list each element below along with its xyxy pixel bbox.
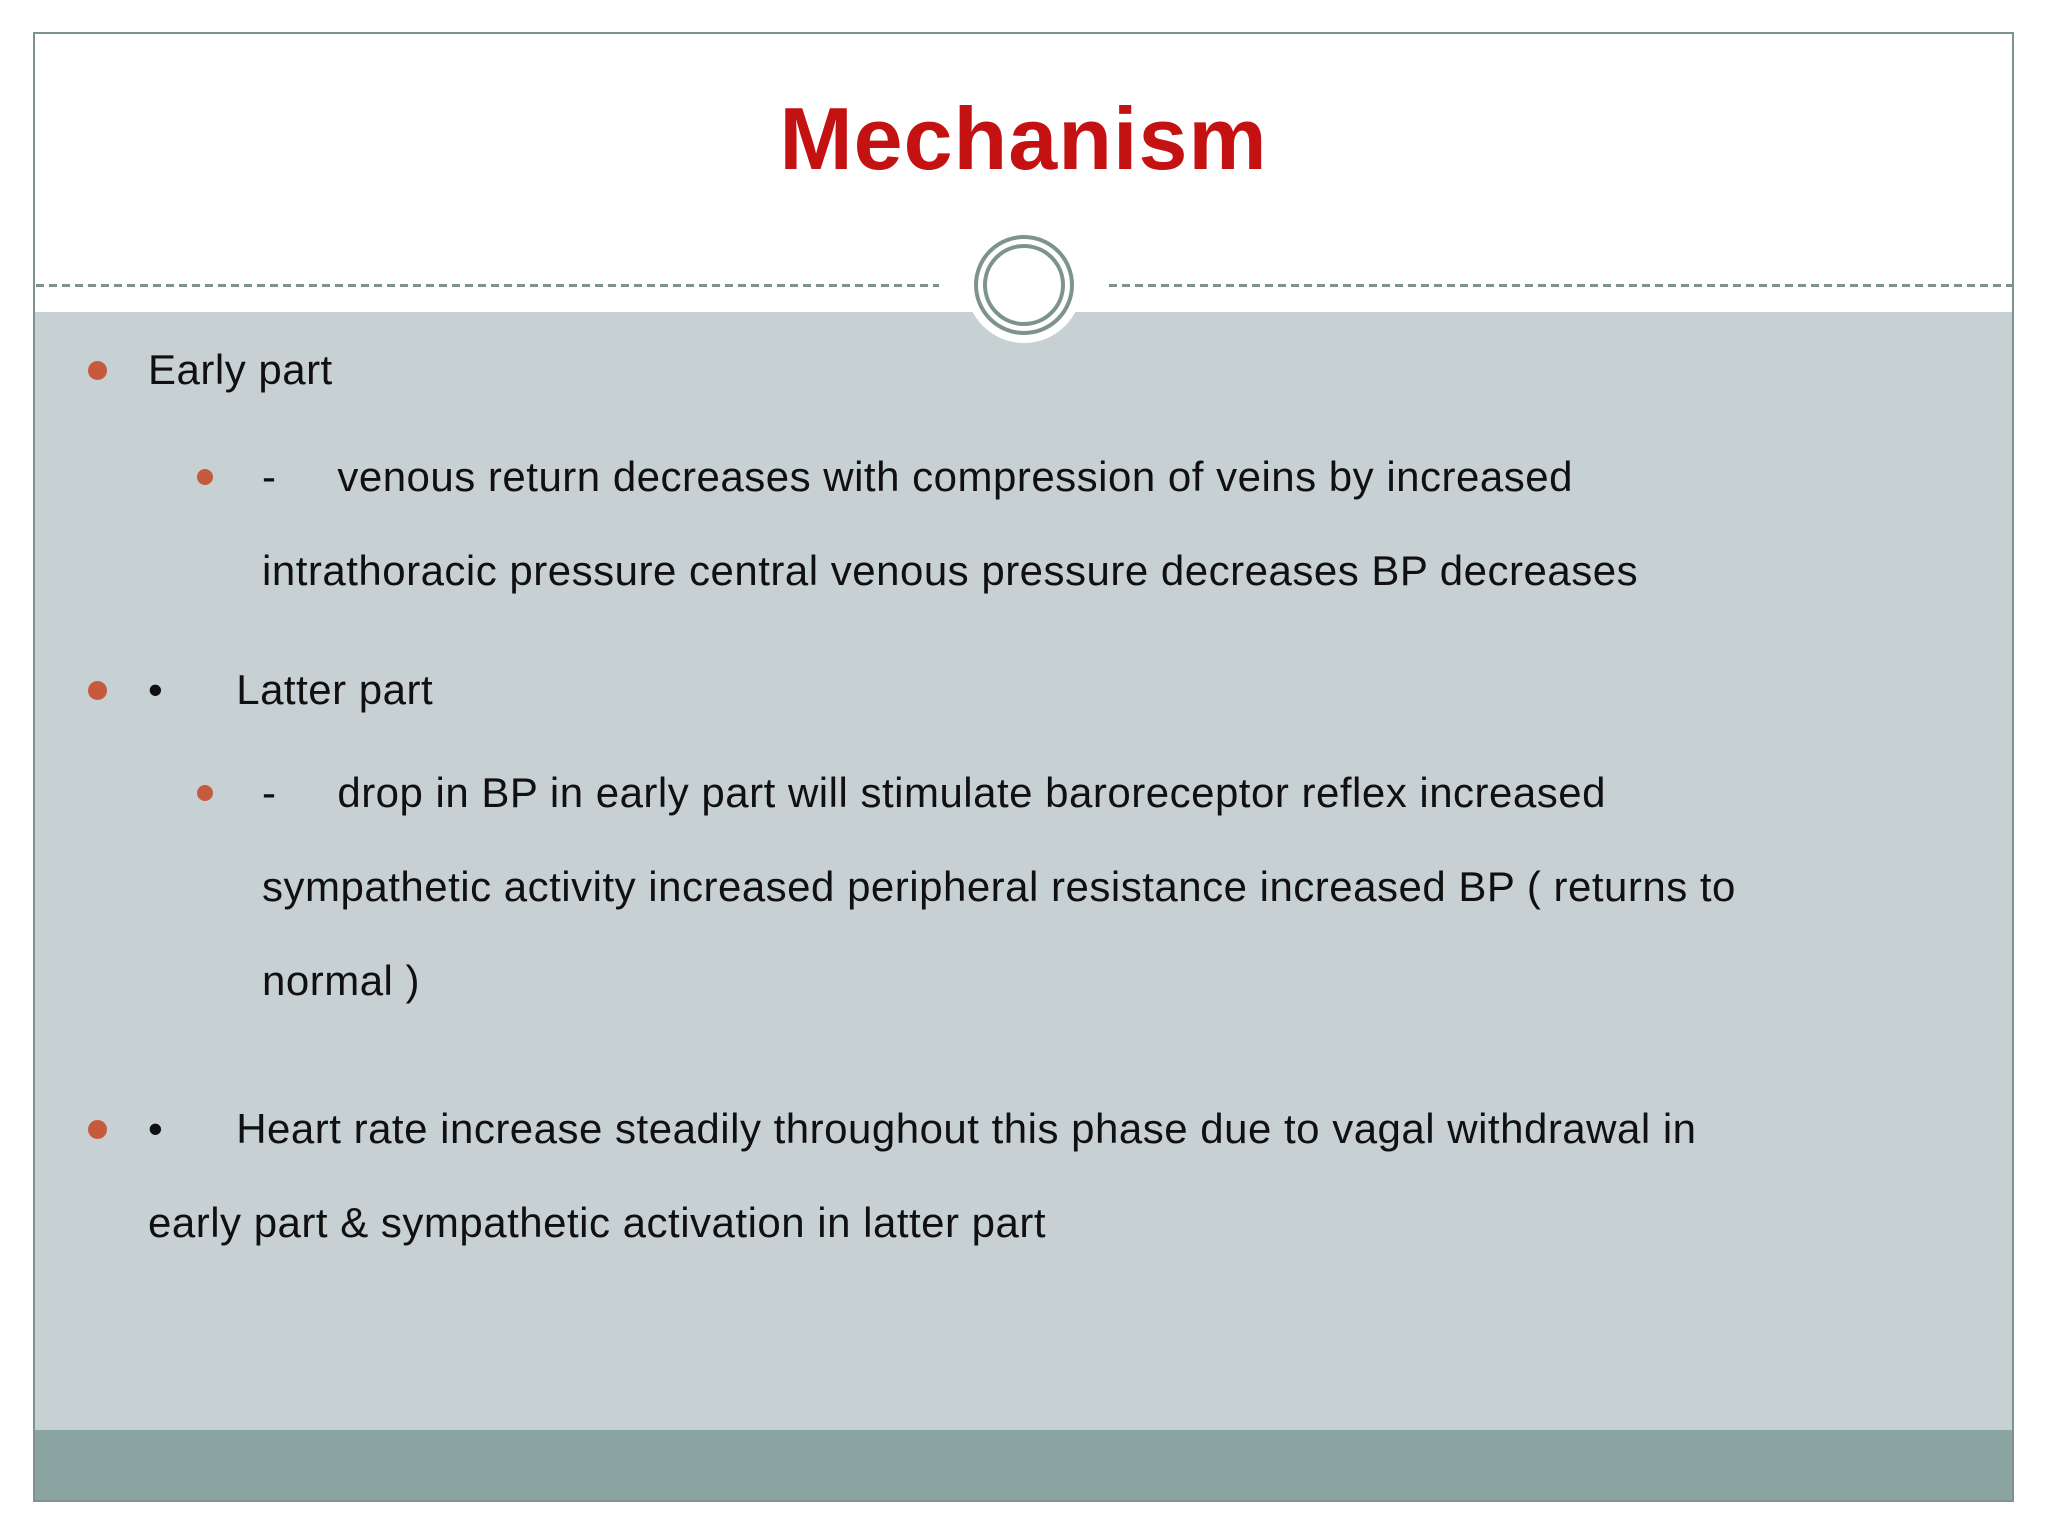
bullet-dot bbox=[88, 1120, 107, 1139]
dashed-divider-left bbox=[36, 284, 939, 287]
circle-ornament-icon bbox=[966, 227, 1082, 343]
bullet-venous-return: - venous return decreases with compressi… bbox=[262, 453, 1639, 594]
bullet-dot bbox=[197, 469, 213, 485]
circle-ring-outer bbox=[974, 235, 1074, 335]
dashed-divider-right bbox=[1109, 284, 2012, 287]
circle-ring-inner bbox=[983, 244, 1065, 326]
bullet-heart-rate: • Heart rate increase steadily throughou… bbox=[148, 1105, 1697, 1246]
bullet-latter-part: • Latter part bbox=[148, 666, 434, 713]
content-area bbox=[35, 312, 2012, 1430]
footer-band bbox=[35, 1430, 2012, 1500]
slide-title: Mechanism bbox=[779, 89, 1268, 188]
bullet-dot bbox=[197, 785, 213, 801]
bullet-dot bbox=[88, 681, 107, 700]
bullet-early-part: Early part bbox=[148, 346, 333, 393]
bullet-drop-bp: - drop in BP in early part will stimulat… bbox=[262, 769, 1736, 1004]
bullet-dot bbox=[88, 361, 107, 380]
